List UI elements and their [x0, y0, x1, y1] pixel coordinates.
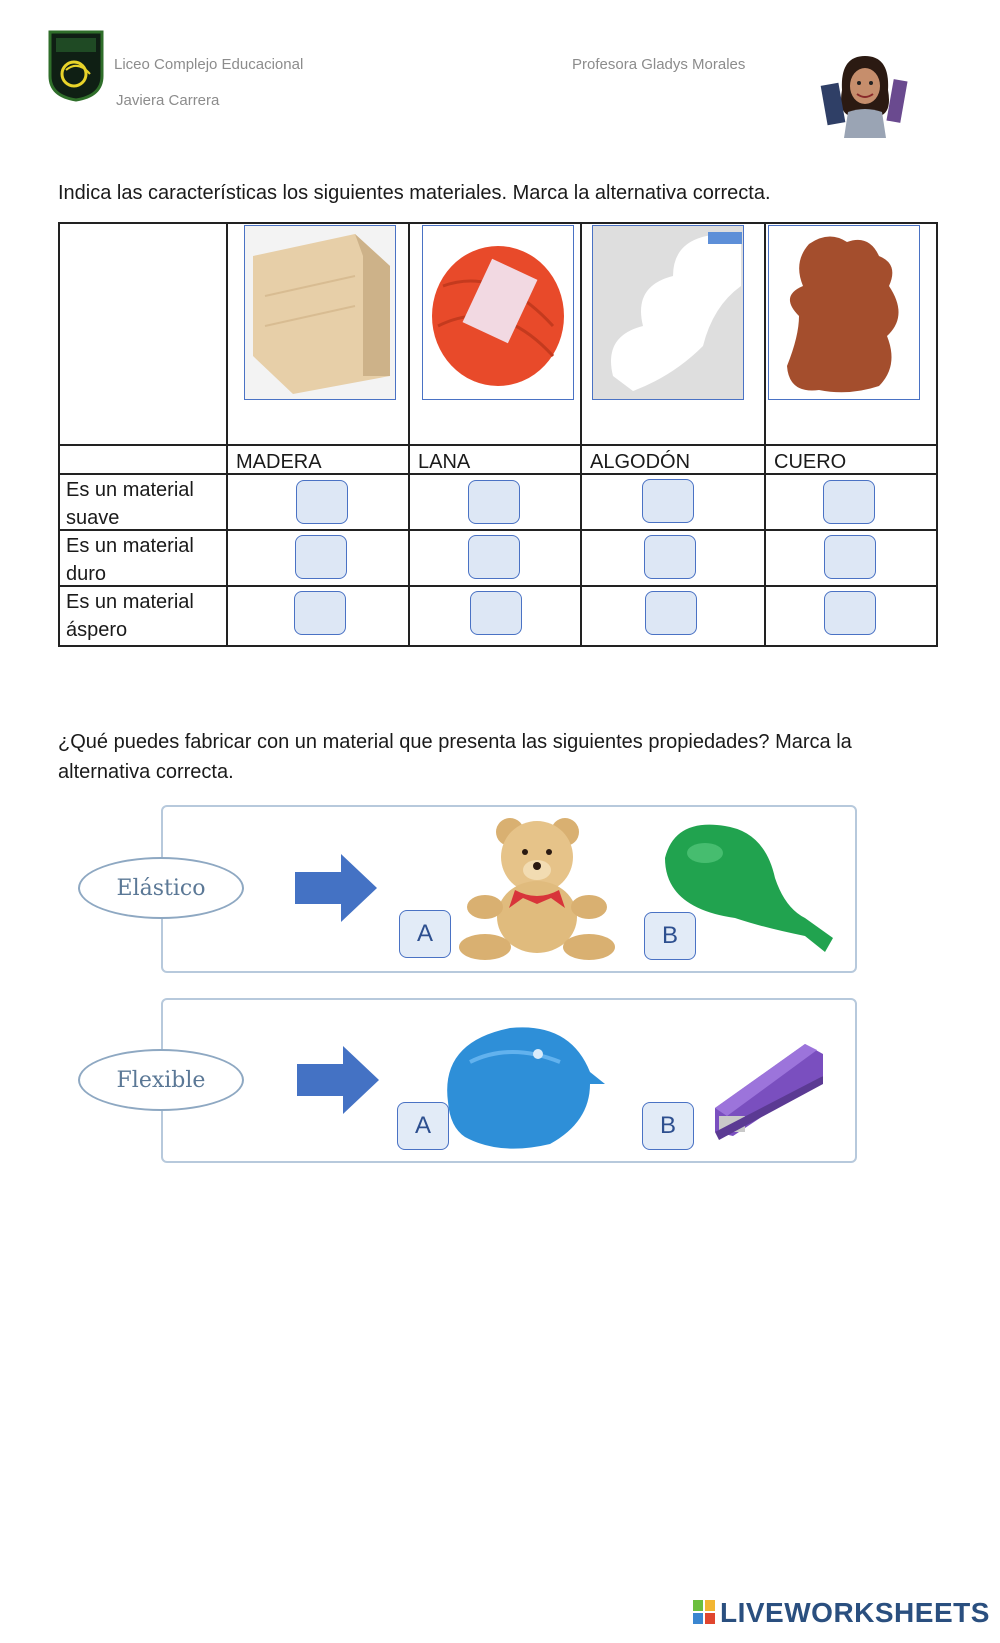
row-header-line2: áspero [66, 619, 128, 641]
cotton-image [592, 225, 744, 400]
column-header-lana: LANA [418, 451, 471, 473]
row-header-line1: Es un material [66, 535, 194, 557]
checkbox-suave-lana[interactable] [468, 480, 520, 524]
property-label: Elástico [116, 875, 206, 901]
row-header-line1: Es un material [66, 479, 194, 501]
teacher-name: Profesora Gladys Morales [572, 56, 746, 73]
liveworksheets-logo-icon [693, 1600, 715, 1624]
teacher-avatar-icon [820, 50, 910, 140]
checkbox-suave-madera[interactable] [296, 480, 348, 524]
row-header-line1: Es un material [66, 591, 194, 613]
row-header-suave: Es un material suave [66, 476, 194, 532]
row-header-duro: Es un material duro [66, 532, 194, 588]
option-b-button[interactable]: B [642, 1102, 694, 1150]
wood-image [244, 225, 396, 400]
property-label: Flexible [116, 1067, 206, 1093]
column-header-cuero: CUERO [774, 451, 847, 473]
property-oval-flexible: Flexible [78, 1049, 244, 1111]
checkbox-suave-algodon[interactable] [642, 479, 694, 523]
checkbox-duro-algodon[interactable] [644, 535, 696, 579]
student-name: Javiera Carrera [116, 92, 220, 109]
checkbox-aspero-lana[interactable] [470, 591, 522, 635]
instruction-line1: ¿Qué puedes fabricar con un material que… [58, 731, 852, 753]
checkbox-duro-cuero[interactable] [824, 535, 876, 579]
option-a-button[interactable]: A [397, 1102, 449, 1150]
column-header-algodon: ALGODÓN [590, 451, 691, 473]
instruction-properties: ¿Qué puedes fabricar con un material que… [58, 727, 852, 787]
column-header-madera: MADERA [236, 451, 322, 473]
option-a-button[interactable]: A [399, 910, 451, 958]
row-header-aspero: Es un material áspero [66, 588, 194, 644]
teddy-bear-image [455, 812, 615, 962]
leather-image [768, 225, 920, 400]
school-logo [48, 30, 104, 102]
checkbox-aspero-algodon[interactable] [645, 591, 697, 635]
arrow-right-icon [295, 854, 377, 922]
checkbox-suave-cuero[interactable] [823, 480, 875, 524]
checkbox-duro-madera[interactable] [295, 535, 347, 579]
swim-cap-image [440, 1022, 605, 1150]
materials-table: MADERA LANA ALGODÓN CUERO Es un material… [58, 222, 938, 647]
instruction-line2: alternativa correcta. [58, 761, 234, 783]
balloon-image [655, 818, 835, 953]
checkbox-duro-lana[interactable] [468, 535, 520, 579]
row-header-line2: duro [66, 563, 107, 585]
instruction-materials: Indica las características los siguiente… [58, 182, 771, 204]
row-header-line2: suave [66, 507, 120, 529]
arrow-right-icon [297, 1046, 379, 1114]
checkbox-aspero-madera[interactable] [294, 591, 346, 635]
checkbox-aspero-cuero[interactable] [824, 591, 876, 635]
school-name: Liceo Complejo Educacional [114, 56, 304, 73]
option-b-button[interactable]: B [644, 912, 696, 960]
stapler-image [705, 1036, 825, 1141]
liveworksheets-brand[interactable]: LIVEWORKSHEETS [720, 1597, 990, 1628]
wool-image [422, 225, 574, 400]
property-oval-elastico: Elástico [78, 857, 244, 919]
